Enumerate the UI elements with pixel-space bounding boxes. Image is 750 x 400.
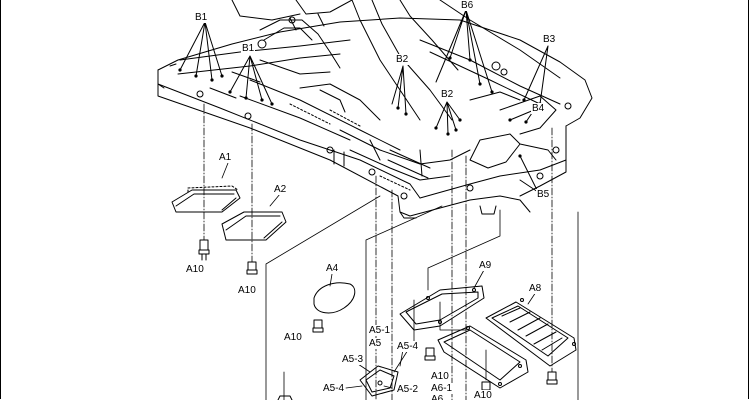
- assembly-lines: [203, 103, 553, 400]
- bolt-a10-2: [246, 261, 258, 275]
- label-a10-1: A10: [185, 264, 205, 275]
- bolt-a10-1: [198, 239, 210, 261]
- label-b2-lower: B2: [440, 89, 455, 100]
- bolt-a10-5: [481, 371, 558, 391]
- label-a5-3: A5-3: [341, 354, 365, 365]
- label-b1-left: B1: [194, 12, 209, 23]
- plate-a1: [171, 185, 241, 213]
- plate-a9: [399, 285, 485, 331]
- label-a10-2: A10: [237, 285, 257, 296]
- label-a5-1: A5-1: [368, 325, 392, 336]
- label-b2-upper: B2: [395, 54, 410, 65]
- bolt-a10-3: [312, 319, 324, 333]
- label-a9: A9: [478, 260, 493, 271]
- label-a2: A2: [273, 184, 288, 195]
- bolt-a10-4: [424, 347, 436, 361]
- label-a5-4-left: A5-4: [322, 383, 346, 394]
- label-b6: B6: [460, 0, 475, 11]
- label-a10-5: A10: [473, 390, 493, 400]
- routing-lines: [265, 195, 579, 400]
- label-a6-1: A6-1: [430, 383, 454, 394]
- plate-a6: [437, 325, 529, 389]
- label-a5: A5: [368, 338, 383, 349]
- main-frame: [157, 0, 593, 219]
- plate-a4: [313, 282, 356, 314]
- label-b5: B5: [536, 189, 551, 200]
- label-a6: A6: [430, 394, 445, 400]
- leader-lines: [179, 9, 549, 193]
- label-a5-2: A5-2: [396, 384, 420, 395]
- plate-a5: [359, 365, 399, 397]
- label-a5-4-right: A5-4: [396, 341, 420, 352]
- label-a4: A4: [325, 263, 340, 274]
- plate-a2: [221, 211, 287, 241]
- label-a1: A1: [218, 152, 233, 163]
- label-b1-right: B1: [241, 43, 256, 54]
- label-a10-4: A10: [430, 371, 450, 382]
- plate-a8: [485, 298, 577, 367]
- bolt-points: [178, 56, 542, 158]
- label-a8: A8: [528, 283, 543, 294]
- label-b3: B3: [542, 34, 557, 45]
- label-b4: B4: [531, 103, 546, 114]
- label-a10-3: A10: [283, 332, 303, 343]
- bolt-bottom-left: [277, 395, 293, 400]
